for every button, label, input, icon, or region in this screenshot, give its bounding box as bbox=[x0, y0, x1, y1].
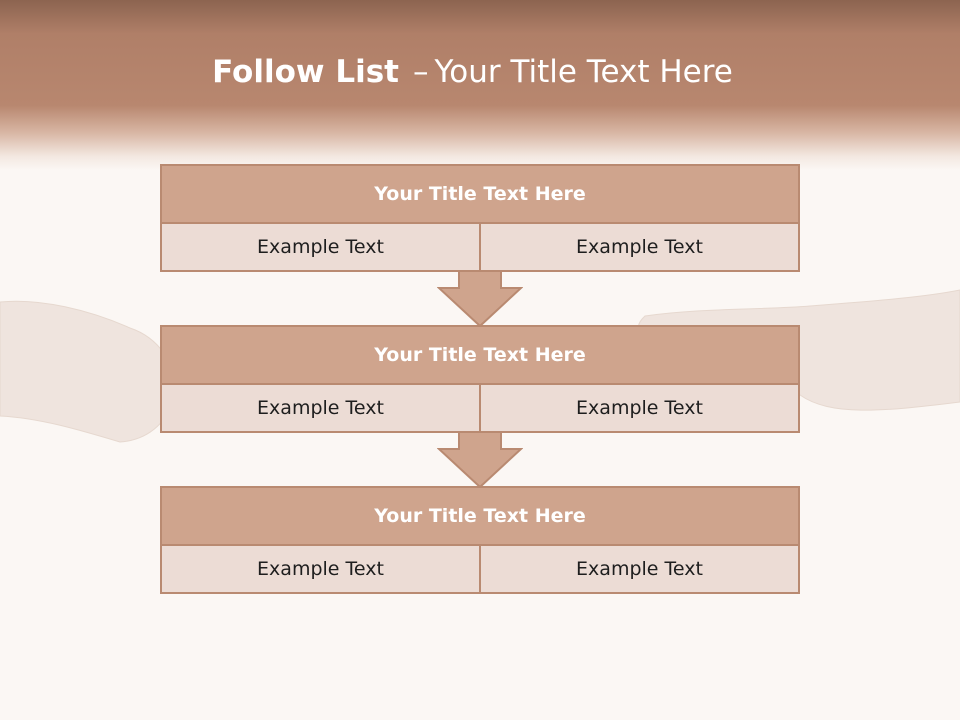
slide-title-separator: – bbox=[412, 54, 429, 90]
step-block-row: Example Text Example Text bbox=[162, 385, 798, 431]
down-arrow-icon bbox=[437, 431, 523, 489]
step-block-right-text: Example Text bbox=[576, 558, 703, 580]
down-arrow-icon bbox=[437, 270, 523, 328]
header-band bbox=[0, 0, 960, 170]
slide-title-rest: Your Title Text Here bbox=[434, 54, 733, 90]
step-block-title: Your Title Text Here bbox=[162, 166, 798, 224]
slide-title-bold: Follow List bbox=[212, 54, 399, 90]
left-hand-shape bbox=[0, 300, 179, 443]
step-block-title: Your Title Text Here bbox=[162, 488, 798, 546]
step-block-1: Your Title Text Here Example Text Exampl… bbox=[160, 164, 800, 272]
step-block-2: Your Title Text Here Example Text Exampl… bbox=[160, 325, 800, 433]
step-block-3: Your Title Text Here Example Text Exampl… bbox=[160, 486, 800, 594]
slide-title: Follow List–Your Title Text Here bbox=[0, 54, 945, 90]
step-block-row: Example Text Example Text bbox=[162, 224, 798, 270]
step-block-title: Your Title Text Here bbox=[162, 327, 798, 385]
step-block-left-text: Example Text bbox=[162, 224, 481, 270]
step-block-left-text: Example Text bbox=[162, 385, 481, 431]
step-block-left-text: Example Text bbox=[162, 546, 481, 592]
step-block-right-text: Example Text bbox=[576, 397, 703, 419]
step-block-right-text: Example Text bbox=[576, 236, 703, 258]
step-block-row: Example Text Example Text bbox=[162, 546, 798, 592]
